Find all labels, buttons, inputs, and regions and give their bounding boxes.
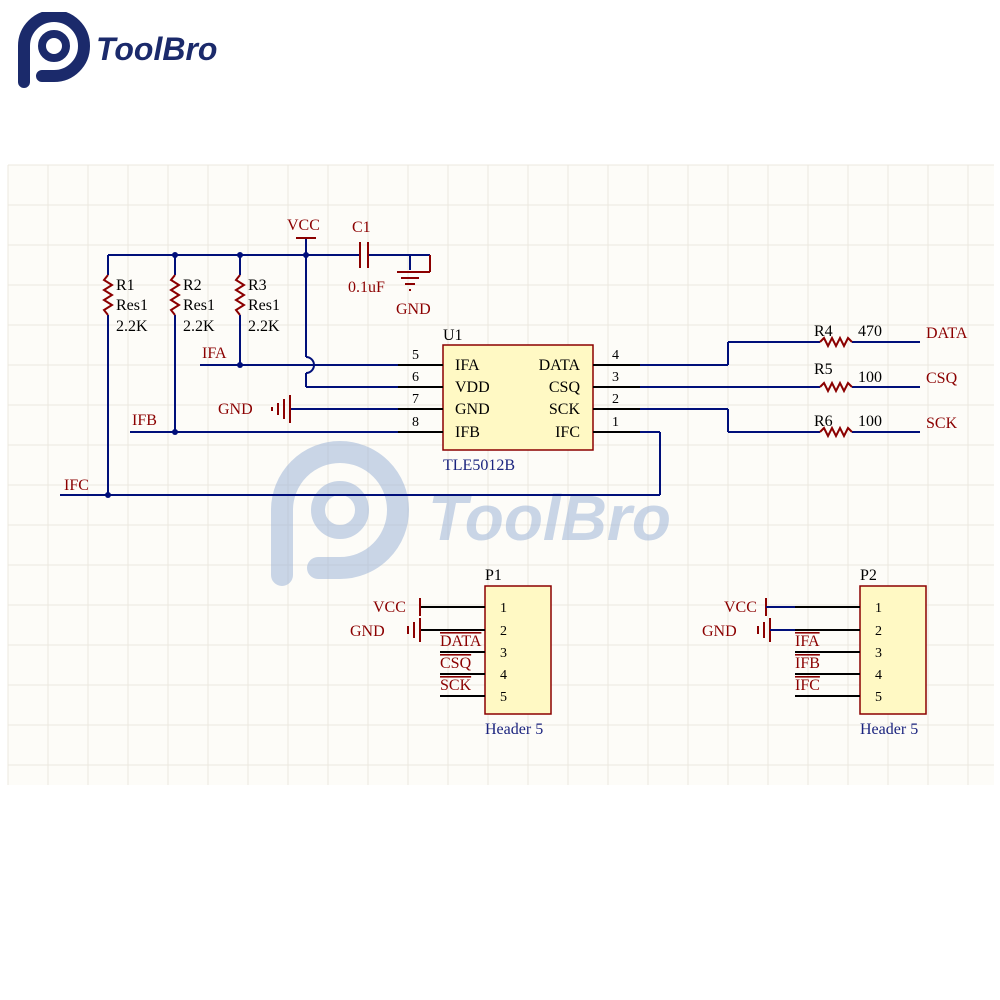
resistor-r2: R2 Res1 2.2K (169, 274, 215, 335)
p2-label-ifa: IFA (795, 633, 820, 650)
gnd-label-top: GND (396, 301, 431, 318)
p1-pin-1: 1 (500, 601, 507, 616)
r6-ref: R6 (814, 413, 833, 430)
r6-value: 100 (858, 413, 882, 430)
u1-pin-num-4: 4 (612, 348, 619, 363)
u1-pin-num-3: 3 (612, 370, 619, 385)
wires (60, 238, 920, 498)
u1-pin-ifb: IFB (455, 424, 480, 441)
net-label-ifc: IFC (64, 477, 89, 494)
p2-pin-1: 1 (875, 601, 882, 616)
r1-value: 2.2K (116, 318, 148, 335)
p1-label-vcc: VCC (373, 599, 406, 616)
resistor-r4: R4 470 (814, 323, 882, 349)
r3-type: Res1 (248, 297, 280, 314)
u1-pin-data: DATA (539, 357, 581, 374)
r2-type: Res1 (183, 297, 215, 314)
u1-pin-csq: CSQ (549, 379, 581, 396)
net-label-sck: SCK (926, 415, 958, 432)
toolbro-logo: ToolBro (18, 12, 217, 88)
gnd-symbol-u1: GND (218, 395, 291, 423)
p1-pin-2: 2 (500, 624, 507, 639)
gnd-label-u1: GND (218, 401, 253, 418)
c1-value: 0.1uF (348, 279, 385, 296)
u1-pin-num-8: 8 (412, 415, 419, 430)
p1-pin-4: 4 (500, 668, 507, 683)
u1-pin-ifc: IFC (555, 424, 580, 441)
p1-label-sck: SCK (440, 677, 472, 694)
r3-ref: R3 (248, 277, 267, 294)
resistor-r3: R3 Res1 2.2K (234, 274, 280, 335)
resistor-r1: R1 Res1 2.2K (102, 274, 148, 335)
p2-label-vcc: VCC (724, 599, 757, 616)
u1-pin-num-6: 6 (412, 370, 419, 385)
resistor-r6: R6 100 (814, 413, 882, 439)
p1-label-data: DATA (440, 633, 482, 650)
watermark-text: ToolBro (428, 482, 671, 554)
p1-label-gnd: GND (350, 623, 385, 640)
net-label-ifb: IFB (132, 412, 157, 429)
r4-value: 470 (858, 323, 882, 340)
watermark-icon (271, 441, 409, 586)
u1-pin-num-5: 5 (412, 348, 419, 363)
gnd-symbol-top: GND (396, 254, 431, 318)
p1-part: Header 5 (485, 721, 543, 738)
u1-pin-sck: SCK (549, 401, 581, 418)
vcc-symbol-top: VCC (287, 217, 320, 239)
u1-pin-num-2: 2 (612, 392, 619, 407)
r2-value: 2.2K (183, 318, 215, 335)
p2-pin-5: 5 (875, 690, 882, 705)
p1-label-csq: CSQ (440, 655, 472, 672)
p2-label-ifb: IFB (795, 655, 820, 672)
p2-label-ifc: IFC (795, 677, 820, 694)
capacitor-c1: C1 0.1uF (348, 219, 385, 296)
c1-ref: C1 (352, 219, 371, 236)
r1-ref: R1 (116, 277, 135, 294)
p1-pin-5: 5 (500, 690, 507, 705)
u1-ref: U1 (443, 327, 463, 344)
r1-type: Res1 (116, 297, 148, 314)
p2-pin-3: 3 (875, 646, 882, 661)
r5-ref: R5 (814, 361, 833, 378)
vcc-label: VCC (287, 217, 320, 234)
u1-pin-num-7: 7 (412, 392, 419, 407)
resistor-r5: R5 100 (814, 361, 882, 394)
r2-ref: R2 (183, 277, 202, 294)
toolbro-logo-icon (18, 12, 90, 88)
toolbro-logo-text: ToolBro (96, 31, 217, 67)
net-label-data: DATA (926, 325, 968, 342)
header-p2: P2 Header 5 1 2 3 4 5 VCC GND IFA IFB IF… (702, 567, 927, 738)
u1-pin-num-1: 1 (612, 415, 619, 430)
r3-value: 2.2K (248, 318, 280, 335)
u1-pin-gnd: GND (455, 401, 490, 418)
p2-label-gnd: GND (702, 623, 737, 640)
net-label-ifa: IFA (202, 345, 227, 362)
u1-pin-vdd: VDD (455, 379, 490, 396)
u1-part: TLE5012B (443, 457, 515, 474)
p2-pin-2: 2 (875, 624, 882, 639)
p2-part: Header 5 (860, 721, 918, 738)
p2-pin-4: 4 (875, 668, 882, 683)
p2-ref: P2 (860, 567, 877, 584)
p1-ref: P1 (485, 567, 502, 584)
r4-ref: R4 (814, 323, 833, 340)
r5-value: 100 (858, 369, 882, 386)
net-label-csq: CSQ (926, 370, 958, 387)
chip-u1: U1 TLE5012B 5 6 7 8 IFA VDD GND IFB DATA… (398, 327, 640, 474)
u1-pin-ifa: IFA (455, 357, 480, 374)
header-p1: P1 Header 5 1 2 3 4 5 VCC GND DATA CSQ S… (350, 567, 552, 738)
p1-pin-3: 3 (500, 646, 507, 661)
